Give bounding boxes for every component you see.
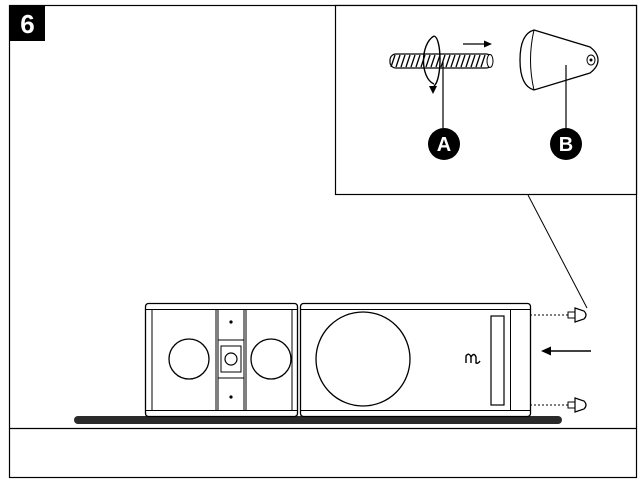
base-plate (74, 416, 562, 424)
brand-logo-icon (465, 353, 481, 364)
label-a-badge: A (428, 128, 460, 160)
step-badge: 6 (10, 6, 45, 41)
left-speaker-cabinet (144, 302, 299, 418)
leader-line (527, 194, 588, 309)
label-b-badge: B (550, 128, 582, 160)
rotate-arrow-icon (422, 35, 441, 94)
label-b: B (559, 134, 573, 156)
step-number: 6 (20, 9, 34, 39)
threaded-spike-icon (389, 53, 494, 69)
right-arrow-icon (463, 40, 492, 48)
right-woofer (250, 338, 292, 380)
spike-top-icon (567, 307, 587, 323)
left-woofer (168, 338, 210, 380)
cone-foot-icon (519, 29, 599, 91)
right-speaker-cabinet (299, 302, 532, 418)
label-a: A (437, 134, 451, 156)
tweeter-column (215, 309, 247, 411)
bass-port (490, 315, 505, 406)
subwoofer (315, 311, 411, 407)
outer-frame (8, 4, 638, 479)
detail-inset: A B (334, 4, 638, 309)
spike-bottom-icon (567, 397, 587, 413)
left-arrow-icon (541, 346, 591, 356)
tweeter (224, 352, 238, 366)
